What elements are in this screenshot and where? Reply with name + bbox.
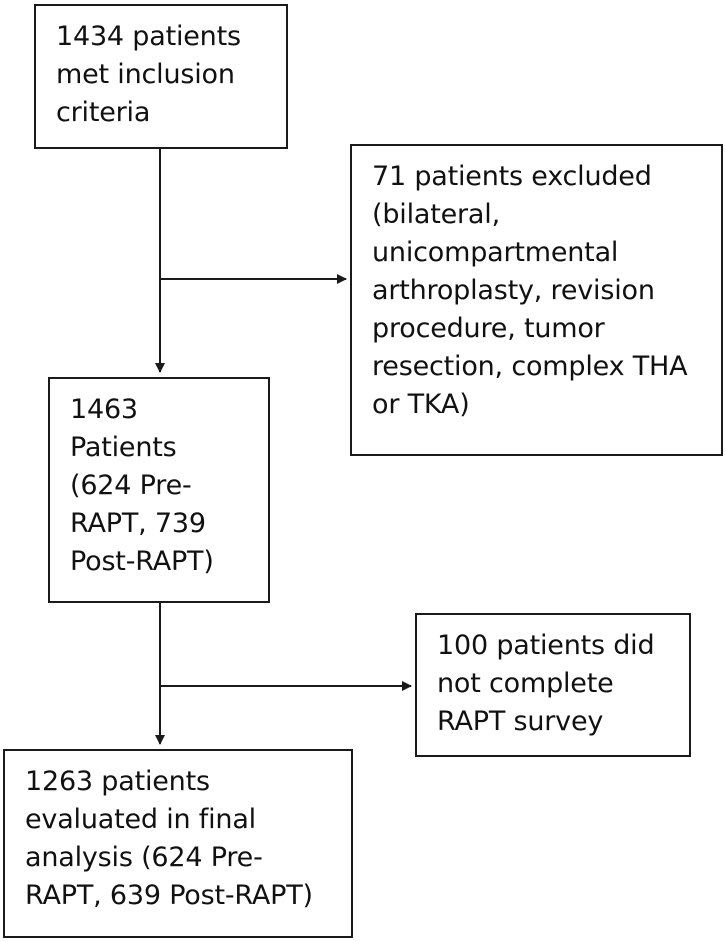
inclusion-criteria-box: 1434 patients met inclusion criteria xyxy=(34,4,288,149)
excluded-patients-box: 71 patients excluded (bilateral, unicomp… xyxy=(350,144,723,456)
excluded-line: unicompartmental xyxy=(372,237,619,268)
final-line: evaluated in final xyxy=(25,804,256,835)
incomplete-survey-box: 100 patients did not complete RAPT surve… xyxy=(415,613,691,757)
patients-line: Post-RAPT) xyxy=(70,546,214,577)
patients-line: RAPT, 739 xyxy=(70,508,206,539)
excluded-line: or TKA) xyxy=(372,389,470,420)
inclusion-line: criteria xyxy=(56,97,151,128)
excluded-line: 71 patients excluded xyxy=(372,161,652,192)
inclusion-line: 1434 patients xyxy=(56,21,241,52)
patients-line: (624 Pre- xyxy=(70,470,192,501)
survey-line: 100 patients did xyxy=(437,630,655,661)
final-line: RAPT, 639 Post-RAPT) xyxy=(25,880,313,911)
excluded-line: resection, complex THA xyxy=(372,351,688,382)
survey-line: RAPT survey xyxy=(437,706,604,737)
inclusion-line: met inclusion xyxy=(56,59,235,90)
final-analysis-box: 1263 patients evaluated in final analysi… xyxy=(3,749,353,938)
survey-line: not complete xyxy=(437,668,614,699)
final-line: analysis (624 Pre- xyxy=(25,842,263,873)
excluded-line: (bilateral, xyxy=(372,199,500,230)
patients-line: Patients xyxy=(70,432,177,463)
excluded-line: arthroplasty, revision xyxy=(372,275,655,306)
patients-box: 1463 Patients (624 Pre- RAPT, 739 Post-R… xyxy=(48,377,270,603)
final-line: 1263 patients xyxy=(25,766,210,797)
excluded-line: procedure, tumor xyxy=(372,313,605,344)
patients-line: 1463 xyxy=(70,394,138,425)
